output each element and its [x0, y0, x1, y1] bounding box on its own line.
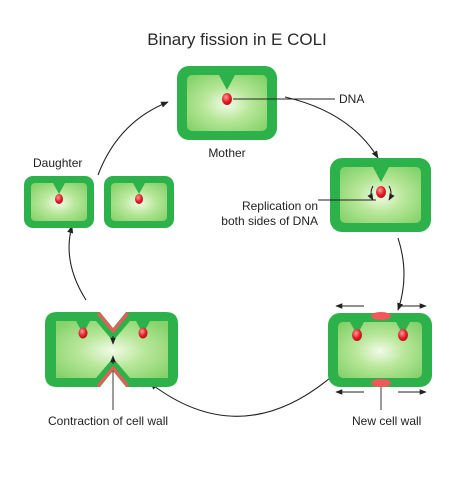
arrow-daughter-to-mother — [97, 101, 169, 176]
dna-label: DNA — [339, 92, 365, 106]
new-cell-wall-label: New cell wall — [352, 414, 422, 428]
contraction-cell — [45, 312, 178, 410]
dna-left — [352, 329, 362, 341]
mother-label: Mother — [208, 146, 246, 160]
daughter-cell-right — [104, 176, 174, 228]
dna-replicating — [376, 186, 386, 198]
diagram-title: Binary fission in E COLI — [147, 30, 327, 49]
dna-daughter-left — [55, 194, 63, 204]
new-cell-wall-cell — [328, 303, 432, 410]
replication-label-line2: both sides of DNA — [221, 214, 318, 228]
replication-label-line1: Replication on — [241, 199, 318, 213]
mother-cell — [177, 66, 335, 140]
new-wall-bottom — [371, 379, 391, 387]
replication-cell — [318, 158, 431, 232]
daughter-cell-left — [24, 176, 94, 228]
contraction-label: Contraction of cell wall — [48, 414, 169, 428]
dna-right-contraction — [138, 327, 148, 339]
daughter-label: Daughter — [33, 156, 83, 170]
dna-left-contraction — [78, 327, 88, 339]
arrow-replication-to-newwall — [397, 237, 405, 311]
arrow-newwall-to-contraction — [149, 377, 331, 417]
new-wall-top — [371, 312, 391, 320]
dna-daughter-right — [135, 194, 143, 204]
cycle-arrows — [67, 96, 405, 417]
arrow-mother-to-replication — [284, 96, 379, 159]
dna-mother — [222, 93, 232, 105]
dna-right — [398, 329, 408, 341]
arrow-contraction-to-daughter — [67, 225, 87, 301]
